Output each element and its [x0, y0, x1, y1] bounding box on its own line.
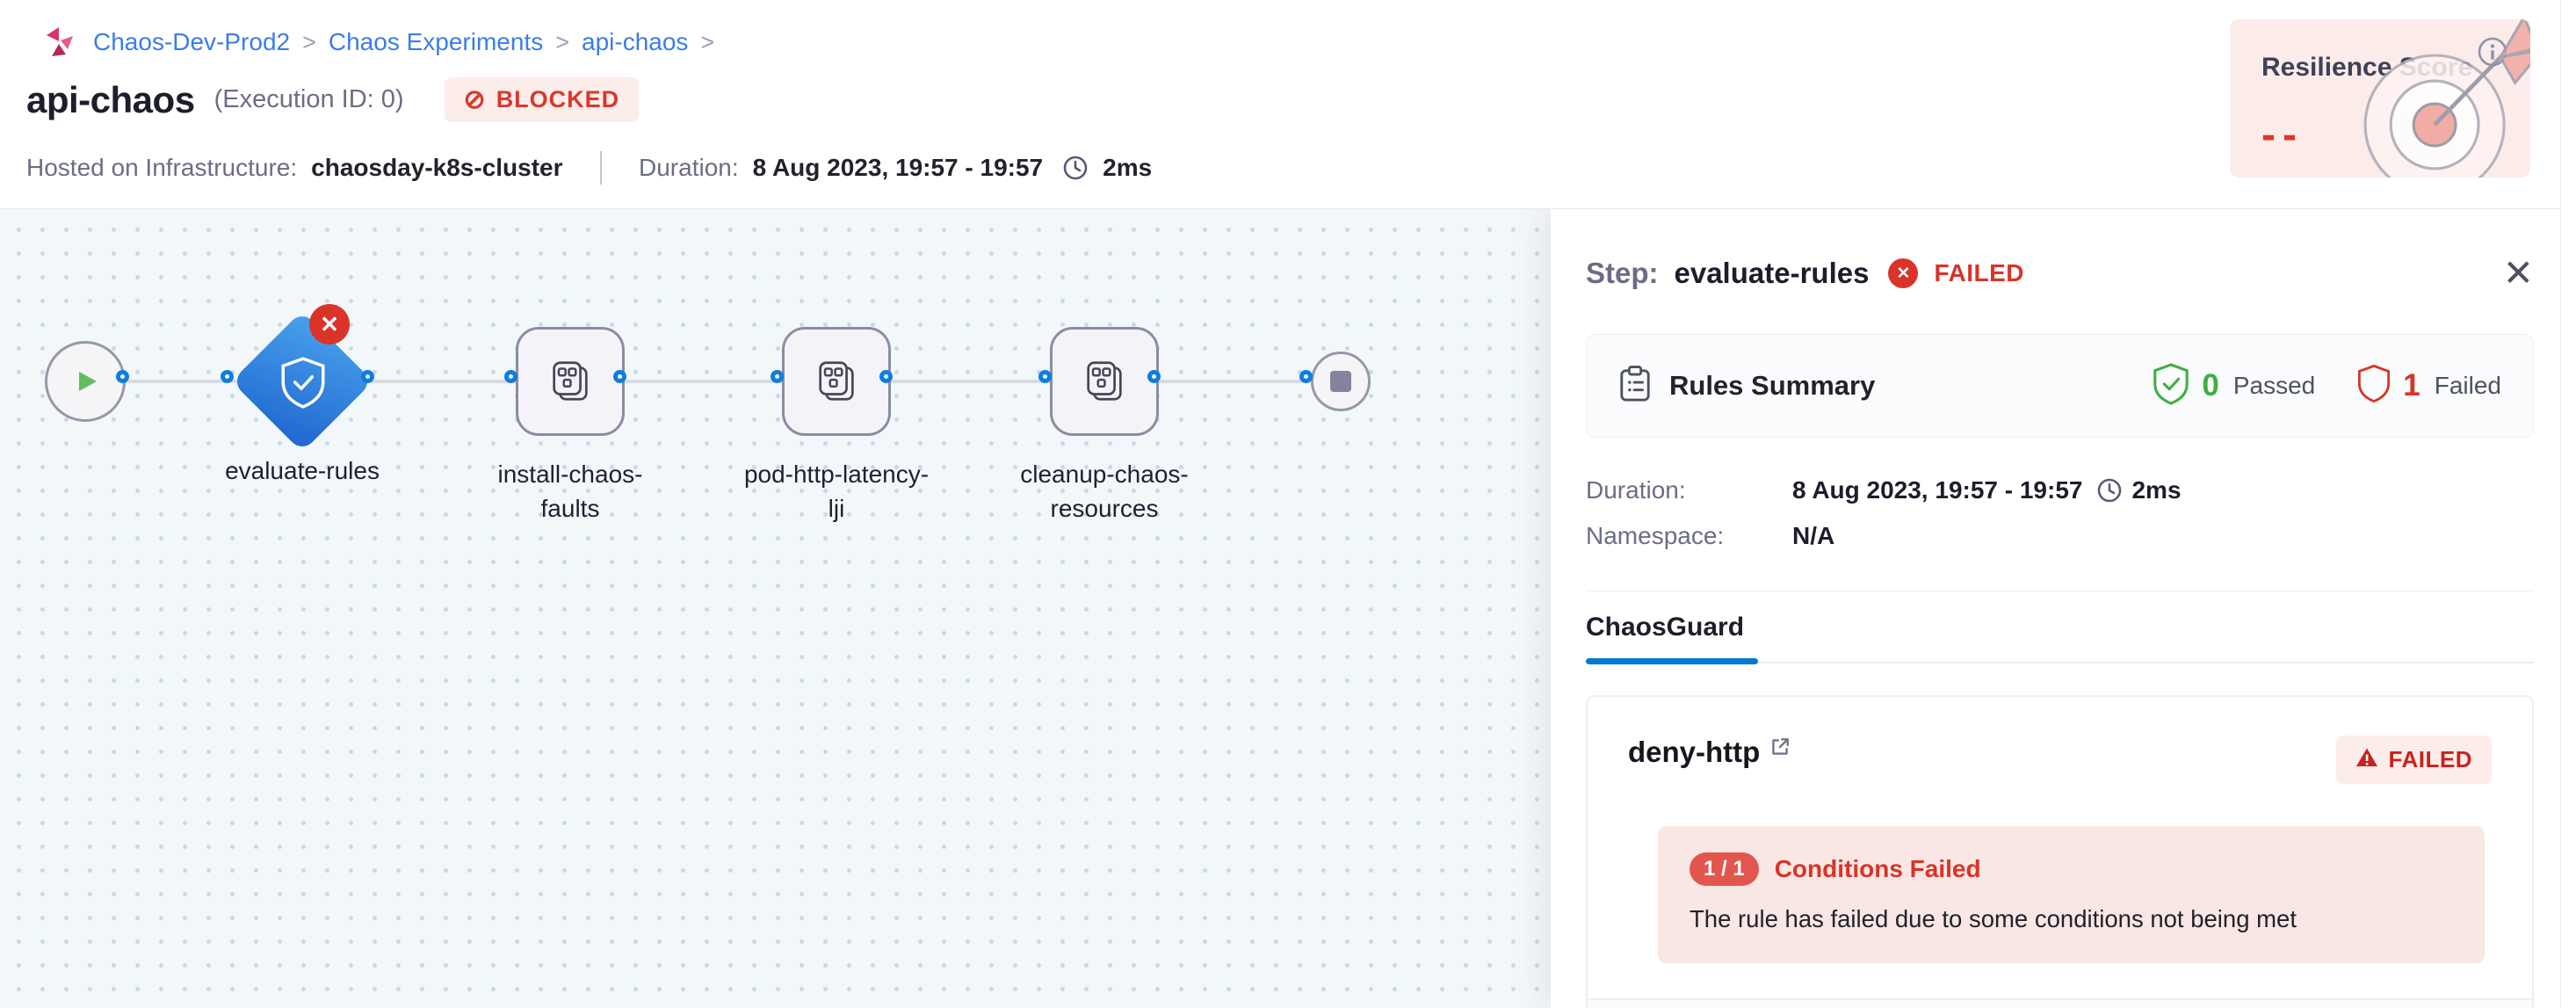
blocked-icon: ⊘	[463, 84, 486, 114]
node-failed-badge-icon: ✕	[309, 304, 350, 344]
breadcrumb-separator: >	[555, 28, 570, 55]
duration-row: Duration: 8 Aug 2023, 19:57 - 19:57 2ms	[1586, 476, 2534, 504]
passed-count: 0	[2202, 368, 2219, 402]
breadcrumb-item-experiment[interactable]: api-chaos	[582, 28, 689, 55]
failed-stat: 1 Failed	[2355, 363, 2501, 409]
divider	[599, 151, 603, 185]
shield-red-icon	[2355, 363, 2392, 409]
node-pod-http-latency[interactable]	[782, 327, 891, 436]
node-cleanup-chaos-resources[interactable]	[1050, 327, 1159, 436]
chaos-fault-icon	[553, 361, 588, 401]
connector-port	[504, 370, 517, 383]
conditions-count-pill: 1 / 1	[1690, 852, 1759, 886]
shield-check-green-icon	[2151, 362, 2191, 410]
infra-value: chaosday-k8s-cluster	[311, 154, 563, 181]
title-row: api-chaos (Execution ID: 0) ⊘ BLOCKED	[26, 77, 640, 122]
rule-status-badge: FAILED	[2335, 736, 2492, 784]
tab-chaosguard[interactable]: ChaosGuard	[1586, 613, 1745, 642]
duration-label: Duration:	[1586, 476, 1686, 504]
resilience-score-value: --	[2261, 112, 2304, 158]
connector-port	[1038, 370, 1052, 383]
connector-port	[1299, 370, 1313, 383]
chaos-fault-icon	[1087, 361, 1122, 401]
conditions-failed-alert: 1 / 1 Conditions Failed The rule has fai…	[1658, 826, 2485, 963]
step-label: Step:	[1586, 257, 1659, 289]
scrollbar-track[interactable]	[2560, 0, 2576, 1008]
status-badge: ⊘ BLOCKED	[444, 77, 640, 122]
chaosguard-rule-card: deny-http	[1586, 695, 2534, 1008]
status-badge-label: BLOCKED	[496, 86, 620, 112]
breadcrumb-item-project[interactable]: Chaos-Dev-Prod2	[93, 28, 291, 55]
breadcrumb-item-experiments[interactable]: Chaos Experiments	[328, 28, 544, 55]
failed-circle-icon: ✕	[1888, 258, 1919, 288]
failed-count: 1	[2403, 368, 2420, 402]
resilience-score-card: Resilience Score --	[2230, 19, 2530, 178]
breadcrumb-separator: >	[700, 28, 715, 55]
passed-stat: 0 Passed	[2151, 362, 2315, 410]
duration-ms: 2ms	[2131, 476, 2182, 504]
connector-port	[221, 370, 234, 383]
node-label-evaluate-rules: evaluate-rules	[225, 457, 380, 484]
duration-value: 8 Aug 2023, 19:57 - 19:57	[752, 154, 1044, 181]
breadcrumb: Chaos-Dev-Prod2 > Chaos Experiments > ap…	[42, 25, 714, 60]
connector-port	[116, 370, 129, 383]
chaos-fault-icon	[819, 361, 854, 401]
step-name: evaluate-rules	[1674, 257, 1870, 289]
view-conditions-toggle[interactable]: View Conditions (1)	[1588, 998, 2532, 1008]
connector-port	[361, 370, 374, 383]
node-label-pod-http-latency: pod-http-latency-lji	[743, 460, 930, 522]
panel-header: Step: evaluate-rules ✕ FAILED ✕	[1586, 255, 2534, 292]
clock-icon	[1062, 155, 1089, 181]
stop-icon	[1330, 371, 1351, 392]
pipeline-connector-line	[85, 380, 1341, 383]
namespace-row: Namespace: N/A	[1586, 522, 2534, 550]
namespace-value: N/A	[1792, 522, 1835, 549]
close-icon[interactable]: ✕	[2502, 252, 2534, 294]
chaos-pinwheel-icon	[42, 25, 77, 60]
conditions-failed-title: Conditions Failed	[1774, 855, 1981, 882]
page-header: Chaos-Dev-Prod2 > Chaos Experiments > ap…	[0, 0, 2576, 209]
rule-status-label: FAILED	[2388, 746, 2472, 772]
warning-triangle-icon	[2355, 747, 2378, 772]
node-install-chaos-faults[interactable]	[516, 327, 625, 436]
external-link-icon	[1769, 736, 1791, 763]
pipeline-start-node	[45, 341, 126, 422]
duration-value: 8 Aug 2023, 19:57 - 19:57	[1792, 476, 2083, 504]
page-title: api-chaos	[26, 78, 195, 120]
panel-tabs: ChaosGuard	[1586, 613, 2534, 664]
clock-icon	[2096, 477, 2123, 504]
experiment-meta-row: Hosted on Infrastructure: chaosday-k8s-c…	[26, 151, 1152, 185]
clipboard-icon	[1618, 365, 1652, 408]
connector-port	[771, 370, 784, 383]
node-label-install-chaos-faults: install-chaos-faults	[497, 460, 643, 522]
node-label-cleanup-chaos-resources: cleanup-chaos-resources	[1020, 460, 1189, 522]
duration-label: Duration:	[639, 154, 739, 181]
passed-label: Passed	[2232, 372, 2316, 399]
rule-link[interactable]: deny-http	[1628, 736, 1791, 769]
connector-port	[879, 370, 893, 383]
duration-ms: 2ms	[1103, 154, 1153, 181]
active-tab-indicator	[1586, 658, 1758, 664]
target-arrow-illustration	[2363, 19, 2530, 178]
step-status: FAILED	[1934, 259, 2025, 286]
play-icon	[79, 372, 97, 391]
pipeline-end-node	[1311, 352, 1371, 411]
rules-summary-title: Rules Summary	[1669, 370, 1876, 401]
execution-id-label: (Execution ID: 0)	[213, 85, 404, 113]
namespace-label: Namespace:	[1586, 522, 1725, 549]
rules-summary-card: Rules Summary 0 Passed	[1586, 334, 2534, 438]
failed-label: Failed	[2434, 372, 2501, 399]
connector-port	[613, 370, 626, 383]
breadcrumb-separator: >	[302, 28, 316, 55]
connector-port	[1147, 370, 1161, 383]
step-details-panel: Step: evaluate-rules ✕ FAILED ✕ Rules Su…	[1551, 209, 2576, 1008]
infra-label: Hosted on Infrastructure:	[26, 154, 298, 181]
rule-name: deny-http	[1628, 736, 1761, 768]
shield-check-icon	[278, 355, 329, 410]
conditions-failed-message: The rule has failed due to some conditio…	[1690, 905, 2297, 932]
